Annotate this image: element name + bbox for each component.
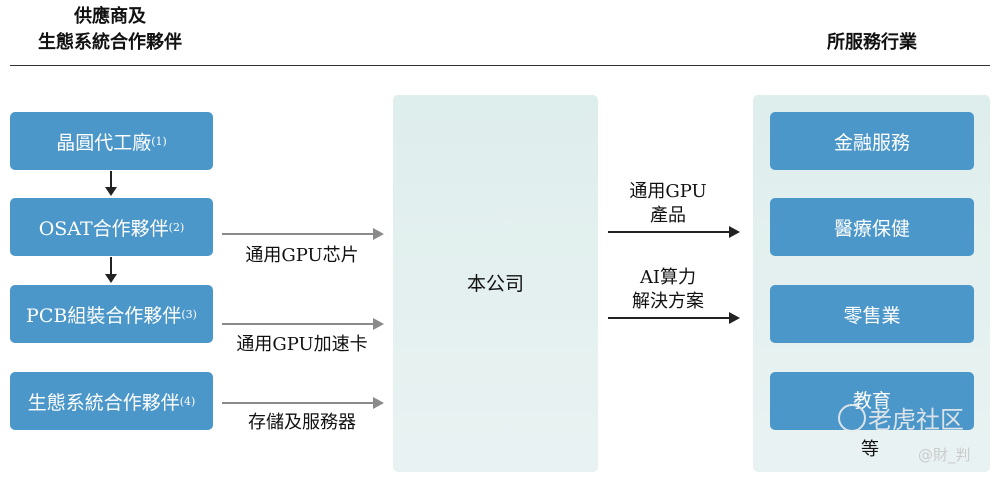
- industries-etc: 等: [861, 439, 879, 460]
- industry-box-healthcare: 醫療保健: [770, 198, 974, 256]
- supplier-box-osat: OSAT合作夥伴(2): [10, 198, 213, 256]
- inflow-arrow-2: [222, 318, 384, 330]
- inflow-label-1: 通用GPU芯片: [245, 245, 359, 266]
- watermark-handle: @財_判: [918, 446, 971, 464]
- inflow-label-3: 存儲及服務器: [248, 412, 356, 433]
- supplier-box-ecosystem: 生態系統合作夥伴(4): [10, 372, 213, 430]
- outflow-arrow-2: [608, 312, 740, 324]
- inflow-arrow-3: [222, 397, 384, 409]
- industries-header: 所服務行業: [827, 32, 917, 53]
- suppliers-header: 供應商及 生態系統合作夥伴: [10, 4, 210, 56]
- header-divider: [10, 65, 990, 66]
- down-arrow-2: [105, 257, 117, 283]
- outflow-arrow-1: [608, 226, 740, 238]
- outflow-label-2: AI算力解決方案: [632, 267, 704, 312]
- watermark-logo-icon: [838, 404, 866, 432]
- industry-box-retail: 零售業: [770, 285, 974, 343]
- header-line-1: 供應商及: [74, 6, 146, 27]
- watermark-brand: 老虎社区: [868, 406, 964, 434]
- supplier-box-foundry: 晶圓代工廠(1): [10, 112, 213, 170]
- header-line-2: 生態系統合作夥伴: [38, 32, 182, 53]
- inflow-arrow-1: [222, 228, 384, 240]
- supplier-box-pcb: PCB組裝合作夥伴(3): [10, 285, 213, 343]
- industry-box-finance: 金融服務: [770, 112, 974, 170]
- company-label: 本公司: [466, 273, 524, 295]
- inflow-label-2: 通用GPU加速卡: [236, 334, 368, 355]
- industry-box-education: 教育: [770, 372, 974, 430]
- down-arrow-1: [105, 171, 117, 196]
- company-panel: [393, 95, 598, 472]
